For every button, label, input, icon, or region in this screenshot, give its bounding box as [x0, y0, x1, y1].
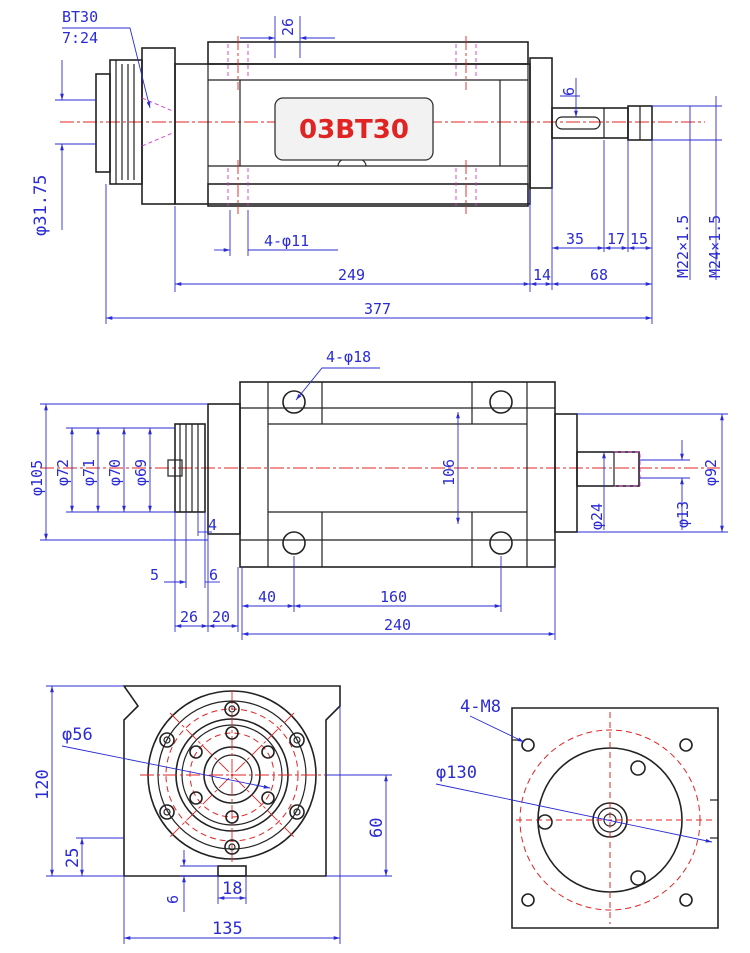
- spindle-nose: [141, 47, 176, 205]
- dim-4-phi-11: 4-φ11: [264, 232, 309, 250]
- dim-4-m8: 4-M8: [460, 697, 501, 717]
- dim-160: 160: [380, 588, 407, 606]
- housing-bottom-rail: [207, 183, 529, 207]
- side-bolt-hole: [489, 531, 513, 555]
- dim-68: 68: [590, 266, 608, 284]
- side-bolt-hole: [489, 390, 513, 414]
- dim-106: 106: [440, 459, 458, 486]
- dim-240: 240: [384, 616, 411, 634]
- front-bolt-holes: [159, 701, 305, 855]
- dim-phi-24: φ24: [588, 503, 606, 530]
- dim-phi-56: φ56: [62, 725, 93, 745]
- rear-outline: [511, 707, 719, 929]
- dim-120: 120: [33, 769, 53, 800]
- dim-phi-92: φ92: [702, 459, 720, 486]
- dim-6-side: 6: [209, 566, 218, 584]
- side-bolt-hole: [282, 390, 306, 414]
- side-bolt-hole: [282, 531, 306, 555]
- side-view: 4-φ18 φ105 φ72 φ71 φ70 φ69 106 φ92 φ24 φ…: [28, 348, 728, 640]
- dim-377: 377: [364, 300, 391, 318]
- dim-thread-m24: M24×1.5: [706, 215, 724, 278]
- holder-drive-lug: [95, 73, 111, 173]
- taper-ratio: 7:24: [62, 29, 98, 47]
- dim-4: 4: [208, 516, 217, 534]
- dim-15: 15: [630, 230, 648, 248]
- shaft-keyway: [555, 116, 601, 130]
- dim-phi-71: φ71: [80, 459, 98, 486]
- side-holder: [174, 423, 206, 513]
- dim-18: 18: [222, 879, 242, 899]
- dim-phi-72: φ72: [54, 459, 72, 486]
- rear-view: 4-M8 φ130: [435, 697, 719, 929]
- side-nose: [207, 403, 241, 535]
- rear-holes: [521, 738, 693, 907]
- dim-6-key: 6: [560, 87, 578, 96]
- front-view: φ56 120 25 60 18 6 135: [33, 685, 392, 944]
- side-rear-cap: [554, 413, 578, 533]
- dim-26: 26: [279, 18, 297, 36]
- dim-5: 5: [150, 566, 159, 584]
- dim-phi-130: φ130: [436, 763, 477, 783]
- output-shaft: [551, 107, 629, 139]
- dim-25: 25: [63, 848, 83, 868]
- dim-phi-13: φ13: [674, 501, 692, 528]
- dim-60: 60: [367, 818, 387, 838]
- dim-phi-31-75: φ31.75: [31, 175, 51, 236]
- model-label-plate: [274, 97, 434, 161]
- dim-40: 40: [258, 588, 276, 606]
- side-shaft: [576, 451, 640, 487]
- dim-6-front: 6: [164, 895, 182, 904]
- dim-26-side: 26: [180, 608, 198, 626]
- housing-top-rail: [207, 41, 529, 65]
- taper-name: BT30: [62, 8, 98, 26]
- dim-thread-m22: M22×1.5: [674, 215, 692, 278]
- dim-14: 14: [533, 266, 551, 284]
- dim-17: 17: [607, 230, 625, 248]
- dim-249: 249: [338, 266, 365, 284]
- dim-phi-70: φ70: [106, 459, 124, 486]
- bolt-hole-hidden-lines: [227, 36, 477, 214]
- dim-20: 20: [212, 608, 230, 626]
- dim-4-phi-18: 4-φ18: [326, 348, 371, 366]
- dim-35: 35: [566, 230, 584, 248]
- model-label: 03BT30: [299, 115, 409, 145]
- rear-cap: [529, 57, 553, 189]
- dim-phi-69: φ69: [132, 459, 150, 486]
- dim-phi-105: φ105: [28, 460, 46, 496]
- top-view: 03BT30 BT30 7:24 26 φ31.75 4-φ11 6 M22×1…: [31, 8, 724, 324]
- dim-135: 135: [212, 919, 243, 939]
